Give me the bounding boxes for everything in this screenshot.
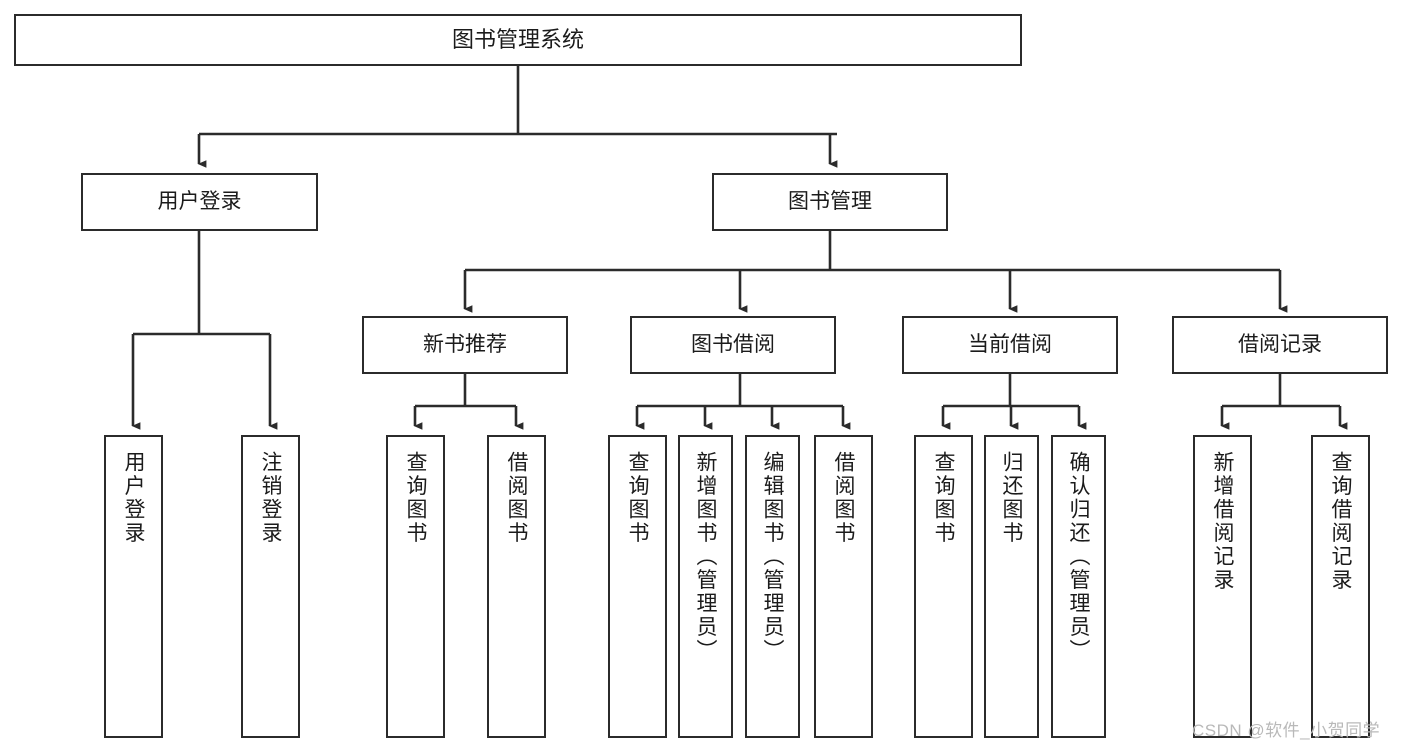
leaf-borrow-book-2[interactable]: 借阅图书 (814, 435, 873, 738)
leaf-add-borrow-record[interactable]: 新增借阅记录 (1193, 435, 1252, 738)
leaf-confirm-return-admin[interactable]: 确认归还（管理员） (1051, 435, 1106, 738)
node-user-login[interactable]: 用户登录 (81, 173, 318, 231)
node-label: 借阅记录 (1238, 332, 1322, 356)
node-label: 新书推荐 (423, 332, 507, 356)
node-label: 借阅图书 (832, 451, 855, 545)
node-root-system[interactable]: 图书管理系统 (14, 14, 1022, 66)
node-label: 归还图书 (1000, 451, 1023, 545)
leaf-edit-book-admin[interactable]: 编辑图书（管理员） (745, 435, 800, 738)
node-label: 新增借阅记录 (1211, 451, 1234, 592)
leaf-logout-login[interactable]: 注销登录 (241, 435, 300, 738)
node-label: 图书管理 (788, 189, 872, 213)
leaf-query-book-2[interactable]: 查询图书 (608, 435, 667, 738)
node-book-borrow[interactable]: 图书借阅 (630, 316, 836, 374)
node-label: 当前借阅 (968, 332, 1052, 356)
node-label: 图书借阅 (691, 332, 775, 356)
leaf-add-book-admin[interactable]: 新增图书（管理员） (678, 435, 733, 738)
node-label: 新增图书（管理员） (694, 451, 717, 663)
node-label: 用户登录 (122, 451, 145, 545)
node-label: 查询图书 (404, 451, 427, 545)
node-label: 查询图书 (626, 451, 649, 545)
watermark-text: CSDN @软件_小贺同学 (1192, 721, 1381, 740)
leaf-borrow-book-1[interactable]: 借阅图书 (487, 435, 546, 738)
node-label: 确认归还（管理员） (1067, 451, 1090, 663)
node-book-management[interactable]: 图书管理 (712, 173, 948, 231)
leaf-query-book-1[interactable]: 查询图书 (386, 435, 445, 738)
node-label: 图书管理系统 (451, 27, 584, 53)
node-label: 借阅图书 (505, 451, 528, 545)
node-current-borrow[interactable]: 当前借阅 (902, 316, 1118, 374)
leaf-query-borrow-record[interactable]: 查询借阅记录 (1311, 435, 1370, 738)
leaf-user-login[interactable]: 用户登录 (104, 435, 163, 738)
node-new-book-recommend[interactable]: 新书推荐 (362, 316, 568, 374)
node-borrow-record[interactable]: 借阅记录 (1172, 316, 1388, 374)
node-label: 查询借阅记录 (1329, 451, 1352, 592)
node-label: 查询图书 (932, 451, 955, 545)
node-label: 编辑图书（管理员） (761, 451, 784, 663)
leaf-query-book-3[interactable]: 查询图书 (914, 435, 973, 738)
leaf-return-book[interactable]: 归还图书 (984, 435, 1039, 738)
node-label: 用户登录 (157, 189, 242, 213)
node-label: 注销登录 (259, 451, 282, 545)
